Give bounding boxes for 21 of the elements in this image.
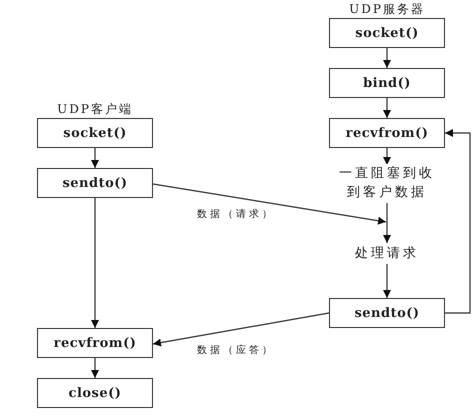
arrow [383, 264, 391, 298]
arrow [91, 148, 99, 168]
arrow [152, 312, 330, 347]
process-box: socket() [37, 118, 153, 148]
arrow [383, 48, 391, 68]
process-box: recvfrom() [37, 328, 153, 358]
arrow [445, 129, 471, 314]
arrow [383, 203, 391, 243]
process-box: close() [37, 378, 153, 408]
column-heading: UDP服务器 [348, 1, 426, 18]
arrow [152, 183, 386, 225]
arrow [383, 98, 391, 118]
arrow [383, 148, 391, 165]
arrow [91, 198, 99, 328]
process-box: socket() [329, 18, 445, 48]
process-box: sendto() [329, 298, 445, 328]
arrow [91, 358, 99, 378]
column-heading: UDP客户端 [56, 101, 134, 118]
process-box: bind() [329, 68, 445, 98]
process-box: sendto() [37, 168, 153, 198]
process-box: recvfrom() [329, 118, 445, 148]
